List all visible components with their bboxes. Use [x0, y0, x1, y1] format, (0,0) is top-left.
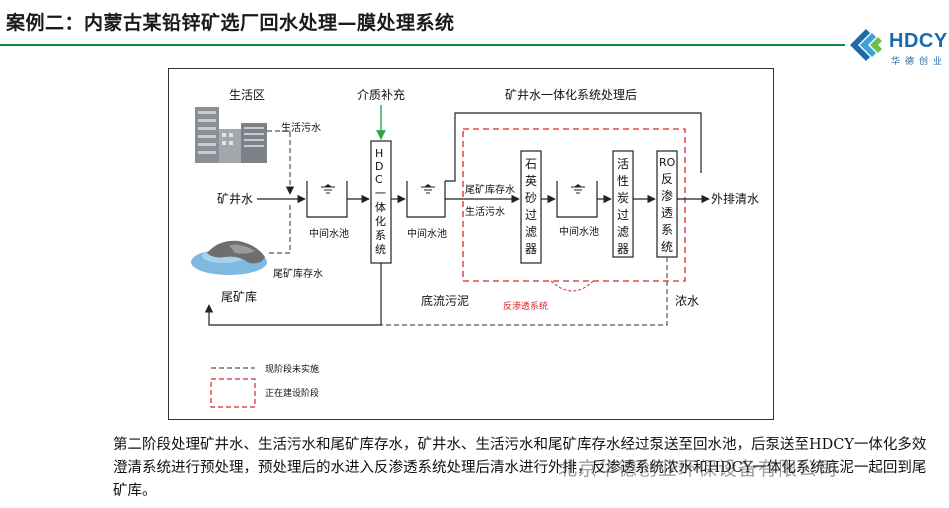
underflow-sludge-line — [204, 263, 382, 326]
ro-system-label: 反渗透系统 — [503, 300, 548, 312]
concentrate-water-label: 浓水 — [675, 294, 699, 308]
legend-red-box — [210, 378, 256, 408]
medium-supplement-label: 介质补充 — [357, 87, 405, 102]
underflow-sludge-label: 底流污泥 — [421, 293, 469, 308]
ro-system-boundary — [462, 128, 686, 282]
after-integrated-title: 矿井水一体化系统处理后 — [505, 88, 637, 102]
tailings-water-line-left — [269, 205, 291, 254]
logo-brand: HDCY — [889, 30, 948, 52]
intermediate-pool-1 — [306, 181, 348, 218]
living-sewage-label-top: 生活污水 — [281, 121, 321, 134]
living-sewage-line — [267, 130, 295, 195]
tailings-water-label-left: 尾矿库存水 — [273, 267, 323, 280]
discharge-clear-water-label: 外排清水 — [711, 192, 759, 206]
quartz-filter-box — [520, 150, 542, 264]
carbon-filter-label: 活性炭过滤器 — [617, 157, 629, 256]
logo-subtitle: 华德创业 — [891, 57, 948, 67]
building-icon — [195, 107, 267, 163]
tailings-pond-icon — [191, 240, 267, 275]
watermark-text: 北京华德创业环保设备有限公司 — [558, 458, 839, 480]
living-area-label: 生活区 — [229, 88, 265, 102]
legend-building-label: 正在建设阶段 — [265, 387, 319, 399]
page-title: 案例二：内蒙古某铅锌矿选厂回水处理—膜处理系统 — [6, 12, 455, 34]
process-flow-svg: 生活区 生活污水 矿井水 尾矿库 尾矿库存水 中间水池 介质补充 — [191, 87, 759, 408]
process-diagram: 生活区 生活污水 矿井水 尾矿库 尾矿库存水 中间水池 介质补充 — [168, 68, 774, 420]
mine-water-label: 矿井水 — [217, 192, 253, 206]
tailings-water-label-mid: 尾矿库存水 — [465, 183, 515, 196]
intermediate-pool-2-label: 中间水池 — [407, 227, 447, 240]
intermediate-pool-3-label: 中间水池 — [559, 225, 599, 238]
concentrate-return-line — [381, 257, 668, 326]
bypass-line — [445, 112, 702, 182]
title-divider — [0, 44, 845, 46]
quartz-filter-label: 石英砂过滤器 — [525, 157, 537, 256]
ro-system-box-label: RO — [659, 156, 676, 169]
hdc-unit-label-rest: 一体化系统 — [375, 187, 386, 256]
intermediate-pool-3 — [556, 181, 598, 218]
legend-existing-label: 现阶段未实施 — [265, 363, 319, 375]
ro-system-box-label-rest: 反渗透系统 — [661, 172, 673, 254]
living-sewage-label-mid: 生活污水 — [465, 205, 505, 218]
tailings-pond-label: 尾矿库 — [221, 289, 257, 304]
ro-system-label-bracket — [550, 280, 594, 292]
intermediate-pool-2 — [406, 181, 446, 218]
intermediate-pool-1-label: 中间水池 — [309, 227, 349, 240]
description-text: 第二阶段处理矿井水、生活污水和尾矿库存水，矿井水、生活污水和尾矿库存水经过泵送至… — [113, 437, 927, 499]
hdcy-logo-icon — [850, 29, 882, 61]
carbon-filter-box — [612, 150, 634, 258]
